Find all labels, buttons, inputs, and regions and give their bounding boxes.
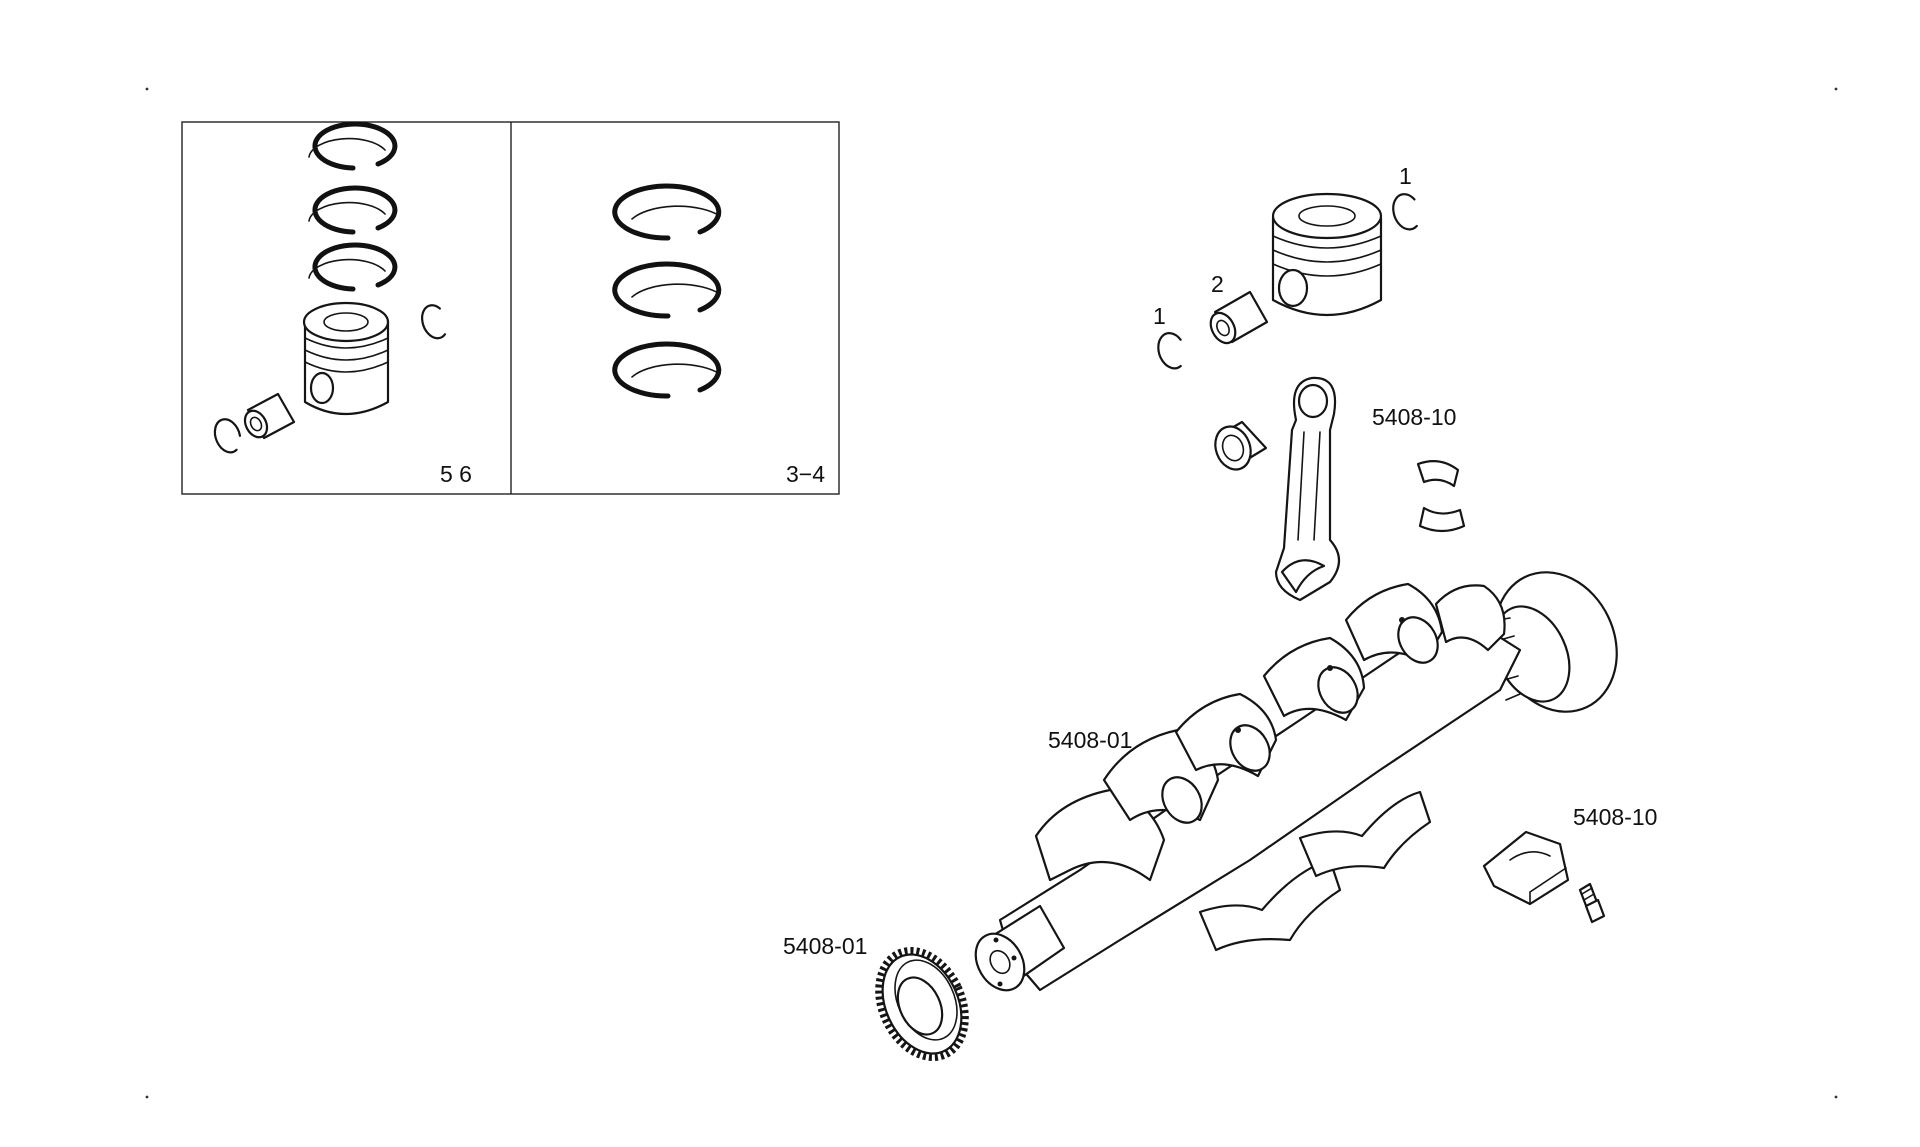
connecting-rod-icon <box>1274 376 1341 602</box>
circlip-icon <box>1157 332 1182 370</box>
registration-marks <box>145 87 1838 1099</box>
inset-circlip-icon <box>213 418 242 454</box>
inset-circlip-icon <box>421 304 447 340</box>
main-bearing-cap-icon <box>1482 830 1570 906</box>
piston-assembly: 1 2 1 <box>1153 163 1418 370</box>
crankshaft-front-snout <box>974 904 1066 992</box>
piston-ring-icon <box>612 183 722 241</box>
inset-piston-icon <box>302 301 390 416</box>
small-end-bushing-icon <box>1214 420 1268 471</box>
crankshaft-rear-flange <box>1493 571 1618 713</box>
callout-piston-pin: 2 <box>1211 271 1224 297</box>
callout-connecting-rod: 5408-10 <box>1372 404 1456 430</box>
piston-ring-icon <box>612 341 722 399</box>
crankshaft-icon <box>974 571 1618 992</box>
piston-kit-inset: 5 6 3−4 <box>181 121 840 495</box>
piston-icon <box>1271 192 1383 316</box>
inset-ring-stack-right <box>612 183 722 399</box>
callout-bearing-cap: 5408-10 <box>1573 804 1657 830</box>
piston-ring-icon <box>308 185 398 235</box>
timing-gear-icon <box>875 947 969 1061</box>
piston-ring-icon <box>612 261 722 319</box>
con-rod-bearing-shell-icon <box>1416 459 1466 533</box>
bearing-cap-bolt-icon <box>1578 882 1606 924</box>
callout-timing-gear: 5408-01 <box>783 933 867 959</box>
callout-circlip-left: 1 <box>1153 303 1166 329</box>
connecting-rod-assembly: 5408-10 <box>1214 376 1466 602</box>
piston-ring-icon <box>308 242 398 292</box>
piston-ring-icon <box>308 121 398 171</box>
piston-pin-icon <box>1209 290 1269 345</box>
inset-ring-stack-left <box>308 121 398 292</box>
crankshaft-crankpins <box>1161 616 1439 824</box>
inset-label-right: 3−4 <box>786 461 825 487</box>
callout-circlip-top: 1 <box>1399 163 1412 189</box>
inset-piston-pin-icon <box>243 392 296 440</box>
callout-crankshaft: 5408-01 <box>1048 727 1132 753</box>
circlip-icon <box>1392 193 1418 231</box>
inset-label-left: 5 6 <box>440 461 472 487</box>
crankshaft-main-journal <box>998 610 1522 992</box>
